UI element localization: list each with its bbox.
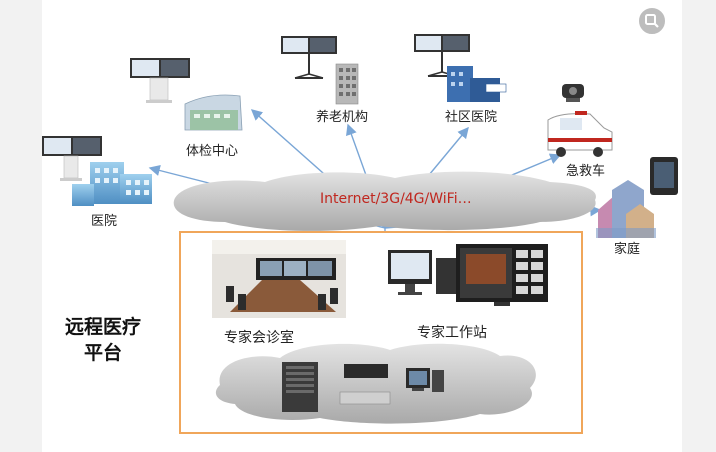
label-home: 家庭 [614,242,641,257]
label-elderly-care: 养老机构 [316,110,369,125]
label-hospital: 医院 [91,214,118,229]
hospital-building-icon [72,162,152,206]
search-button[interactable] [637,6,667,36]
video-terminal-icon [130,58,190,103]
servers-icon [282,362,444,412]
hospital-node [42,136,152,206]
elderly-care-node [281,36,359,105]
ambulance-icon [547,111,613,157]
label-checkup-center: 体检中心 [186,144,239,159]
video-terminal-icon [42,136,102,181]
camera-icon [562,84,584,102]
platform-title: 远程医疗 平台 [58,314,148,366]
platform-box [179,231,583,434]
community-building-icon [447,66,507,102]
consultation-room-photo [212,240,346,318]
label-ambulance: 急救车 [566,164,606,179]
checkup-building-icon [184,94,243,131]
platform-title-line2: 平台 [83,342,122,364]
home-node [596,157,678,238]
search-icon [645,14,659,28]
ambulance-node [547,84,613,157]
network-label: Internet/3G/4G/WiFi… [320,191,472,207]
video-terminal-icon [414,34,470,77]
label-consultation-room: 专家会诊室 [224,330,294,346]
elderly-building-icon [335,63,359,105]
label-workstation: 专家工作站 [417,325,487,341]
label-community-hospital: 社区医院 [445,110,498,125]
platform-title-line1: 远程医疗 [64,316,141,338]
tablet-icon [650,157,678,195]
workstation-icon [388,244,548,306]
community-hospital-node [414,34,507,102]
checkup-center-node [130,58,243,131]
video-terminal-icon [281,36,337,79]
network-cloud [173,171,596,231]
houses-icon [596,180,656,238]
